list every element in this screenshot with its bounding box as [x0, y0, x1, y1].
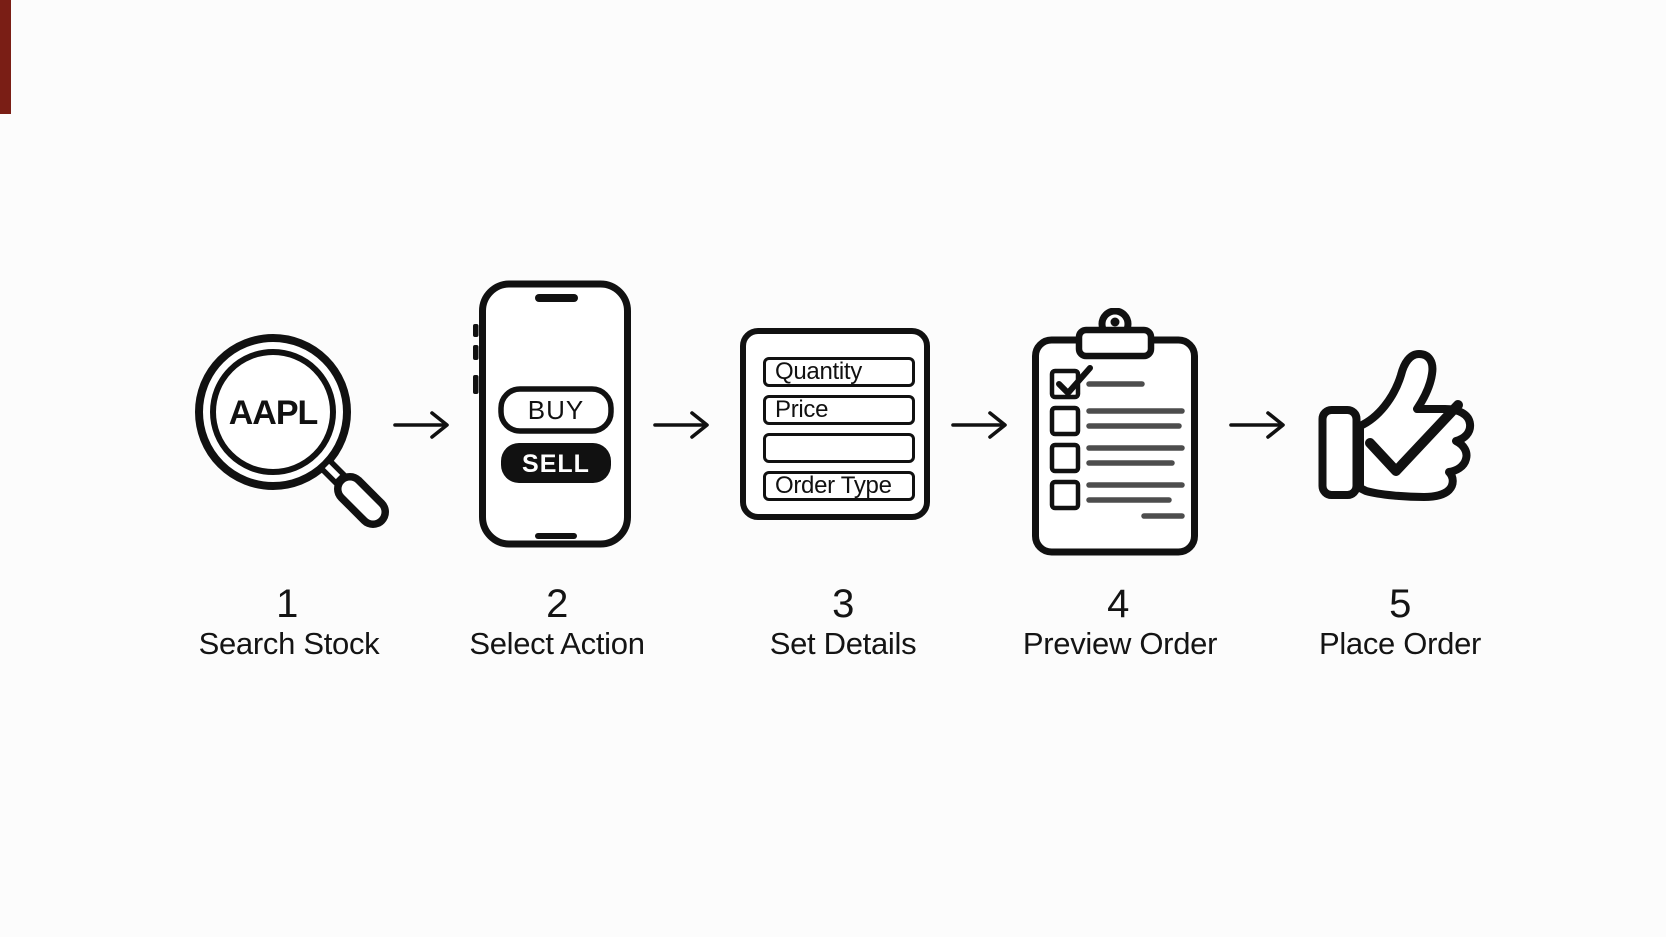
sell-button-label: SELL — [522, 450, 590, 478]
magnifying-glass-icon: AAPL — [195, 334, 389, 528]
checkmark-icon — [1365, 400, 1463, 476]
step-5-number: 5 — [1389, 582, 1411, 626]
arrow-right-icon — [393, 411, 449, 439]
phone-side-button — [473, 324, 479, 337]
buy-button-label: BUY — [528, 395, 584, 425]
search-ticker-text: AAPL — [229, 394, 318, 432]
arrow-right-icon — [653, 411, 709, 439]
checkmark-icon — [1056, 365, 1093, 396]
arrow-right-icon — [951, 411, 1007, 439]
form-field-empty — [763, 433, 915, 463]
buy-button — [498, 386, 614, 434]
thumbs-up-cuff — [1318, 406, 1361, 499]
step-5-label: Place Order — [1318, 626, 1482, 661]
checklist-lines — [1086, 381, 1185, 519]
step-2-number: 2 — [546, 582, 568, 626]
magnifier-lens — [210, 349, 336, 475]
step-4-label: Preview Order — [1022, 626, 1218, 661]
step-3-number: 3 — [832, 582, 854, 626]
clipboard-clip-dot — [1110, 317, 1120, 327]
thumbs-up-hand — [1356, 350, 1475, 501]
form-field-price: Price — [763, 395, 915, 425]
clipboard-checklist-icon — [1032, 308, 1198, 556]
step-2-label: Select Action — [469, 626, 645, 661]
step-4-number: 4 — [1107, 582, 1129, 626]
phone-side-button — [473, 375, 479, 394]
form-field-quantity: Quantity — [763, 357, 915, 387]
sell-button — [501, 443, 611, 483]
checkbox-unchecked — [1049, 479, 1081, 511]
arrow-right-icon — [1229, 411, 1285, 439]
clipboard-clip — [1075, 326, 1155, 360]
phone-speaker — [535, 294, 578, 302]
form-field-order-type: Order Type — [763, 471, 915, 501]
step-1-number: 1 — [276, 582, 298, 626]
order-form-icon: Quantity Price Order Type — [740, 328, 930, 520]
smartphone-icon: BUY SELL — [473, 280, 631, 548]
phone-side-button — [473, 345, 479, 360]
checkbox-unchecked — [1049, 442, 1081, 474]
accent-strip — [0, 0, 11, 114]
step-1-label: Search Stock — [198, 626, 380, 661]
checkbox-unchecked — [1049, 405, 1081, 437]
step-3-label: Set Details — [769, 626, 917, 661]
thumbs-up-check-icon — [1318, 350, 1475, 501]
